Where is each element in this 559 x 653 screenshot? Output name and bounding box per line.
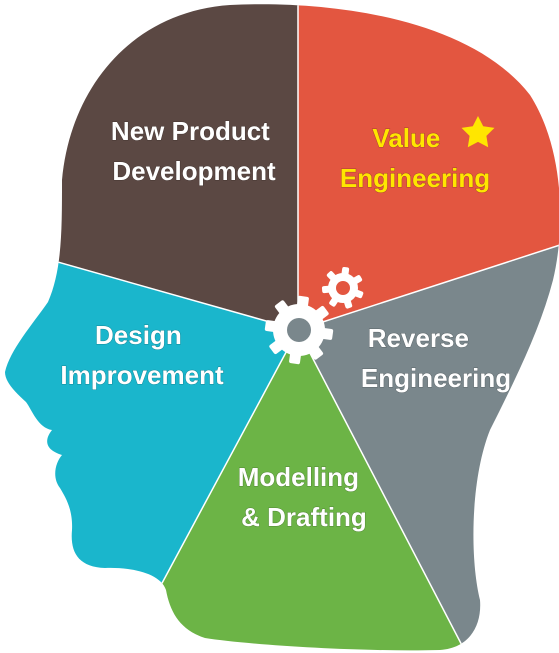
- gear-tooth: [296, 295, 309, 311]
- label-value-engineering: Value Engineering: [340, 123, 490, 193]
- gear-tooth: [307, 343, 324, 360]
- star-icon: [461, 116, 495, 148]
- gear-tooth: [312, 305, 329, 322]
- gear-tooth: [264, 320, 280, 333]
- gear-tooth: [350, 288, 364, 299]
- gear-tooth: [289, 349, 302, 365]
- large-gear-icon: [264, 295, 334, 365]
- label-new-product-development: New Product Development: [111, 116, 277, 186]
- gear-tooth: [342, 296, 353, 309]
- gear-tooth: [349, 275, 363, 286]
- gear-tooth: [341, 266, 350, 280]
- gears-icon: [264, 266, 364, 365]
- label-modelling-drafting: Modelling & Drafting: [238, 462, 367, 532]
- gear-tooth: [269, 338, 286, 355]
- gear-tooth: [329, 294, 341, 307]
- label-design-improvement: Design Improvement: [60, 320, 224, 390]
- gear-tooth: [274, 300, 291, 317]
- gear-tooth: [321, 285, 335, 294]
- segment-modelling-drafting: [110, 330, 480, 651]
- gear-tooth: [326, 271, 339, 284]
- label-reverse-engineering: Reverse Engineering: [361, 323, 511, 393]
- small-gear-icon: [321, 266, 364, 309]
- gear-tooth: [318, 327, 334, 340]
